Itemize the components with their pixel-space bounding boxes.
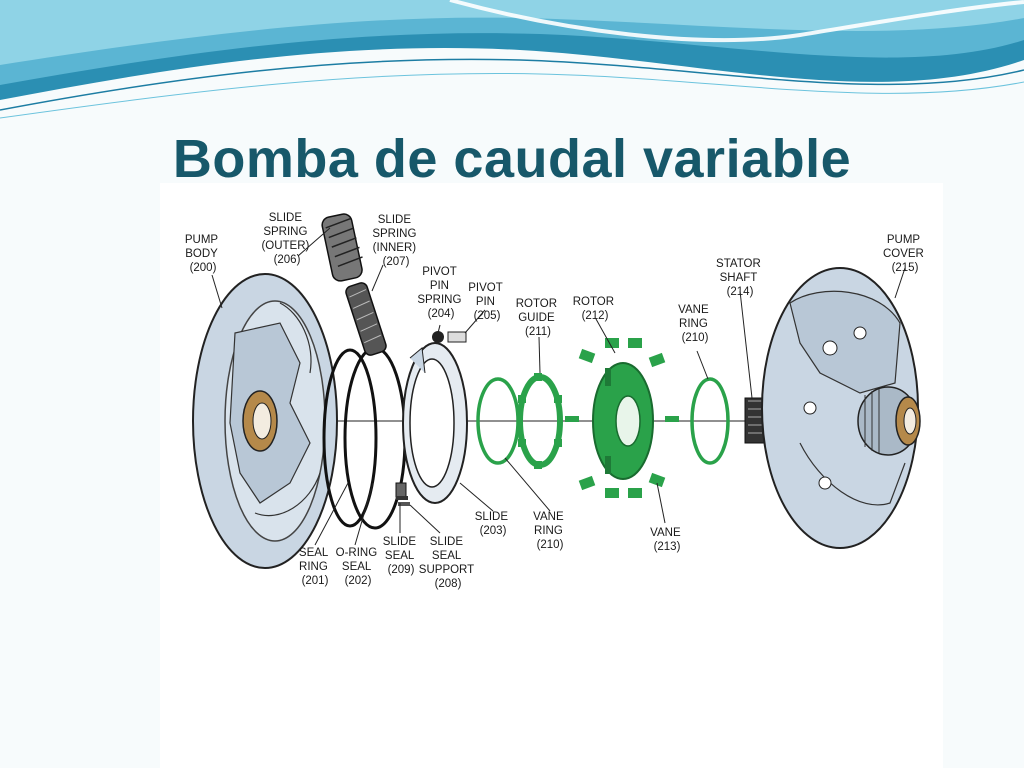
label-slide-spring-outer: SLIDE SPRING (OUTER) (206) [261, 212, 312, 266]
exploded-pump-diagram: PUMP BODY (200) SLIDE SPRING (OUTER) (20… [185, 212, 927, 590]
label-vane: VANE (213) [650, 527, 684, 553]
label-seal-ring: SEAL RING (201) [299, 547, 331, 587]
vanes-part [565, 338, 679, 498]
slide-spring-inner-part [345, 282, 387, 356]
label-rotor: ROTOR (212) [573, 296, 618, 322]
label-vane-ring-top: VANE RING (210) [678, 304, 712, 344]
pivot-pin-part [447, 331, 467, 343]
label-vane-ring-bottom: VANE RING (210) [533, 511, 567, 551]
pivot-pin-spring-part [432, 331, 444, 343]
header-wave-decoration [0, 0, 1024, 119]
label-slide-seal: SLIDE SEAL (209) [383, 536, 419, 576]
vane-ring-right-part [690, 377, 730, 465]
leader-lines [211, 227, 906, 546]
slide-title: Bomba de caudal variable [172, 129, 852, 189]
rotor-guide-part [517, 373, 563, 469]
label-slide-spring-inner: SLIDE SPRING (INNER) (207) [372, 214, 419, 268]
slide-seal-part [396, 496, 408, 500]
label-pump-body: PUMP BODY (200) [185, 234, 221, 274]
pump-cover-part [761, 267, 921, 549]
label-pump-cover: PUMP COVER (215) [883, 234, 927, 274]
seal-ring-part [322, 348, 378, 528]
label-pivot-pin: PIVOT PIN (205) [468, 282, 506, 322]
slide-spring-outer-part [321, 213, 363, 282]
slide-part [395, 342, 468, 504]
label-slide: SLIDE (203) [475, 511, 511, 537]
label-slide-seal-support: SLIDE SEAL SUPPORT (208) [419, 536, 477, 590]
label-stator-shaft: STATOR SHAFT (214) [716, 258, 764, 298]
label-pivot-pin-spring: PIVOT PIN SPRING (204) [417, 266, 464, 320]
label-o-ring-seal: O-RING SEAL (202) [336, 547, 381, 587]
label-rotor-guide: ROTOR GUIDE (211) [516, 298, 561, 338]
pump-body-part [192, 273, 338, 569]
slide-seal-support-part [398, 502, 410, 506]
rotor-part [592, 362, 654, 480]
